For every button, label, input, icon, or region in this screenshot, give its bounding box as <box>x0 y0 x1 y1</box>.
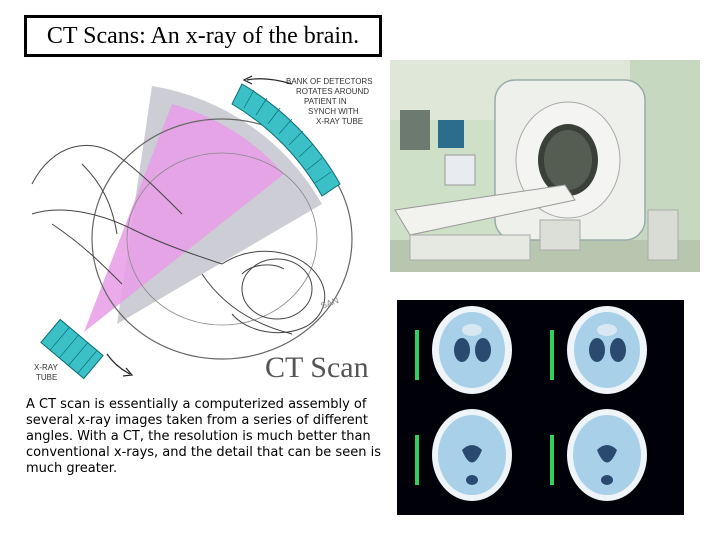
xray-beam <box>84 104 284 332</box>
tube-label-line-1: X-RAY <box>34 363 59 372</box>
description-text: A CT scan is essentially a computerized … <box>26 397 381 476</box>
xray-tube <box>40 318 104 380</box>
brain-scan-bottom-left <box>432 409 512 501</box>
detector-label-line-5: X-RAY TUBE <box>316 117 363 126</box>
diagram-watermark: SAN <box>319 295 340 311</box>
rotation-arrowhead-bottom <box>122 367 134 377</box>
detector-label-line-2: ROTATES AROUND <box>296 87 369 96</box>
detector-label-line-3: PATIENT IN <box>304 97 347 106</box>
scanner-table <box>394 184 576 236</box>
rotation-arrowhead-top <box>242 75 253 85</box>
title-box: CT Scans: An x-ray of the brain. <box>24 15 382 57</box>
gantry-ring <box>91 118 353 360</box>
brain-scan-bottom-right <box>567 409 647 501</box>
slide-title: CT Scans: An x-ray of the brain. <box>46 22 360 49</box>
brain-scan-top-right <box>567 306 647 394</box>
detector-segments <box>243 89 332 184</box>
detector-label-line-1: BANK OF DETECTORS <box>286 77 373 86</box>
patient-sketch <box>31 144 326 335</box>
detector-label-line-4: SYNCH WITH <box>308 107 359 116</box>
tube-label-line-2: TUBE <box>36 373 57 382</box>
brain-scan-top-left <box>432 306 512 394</box>
gantry-inner-ring <box>126 152 318 326</box>
rotation-arrow-bottom <box>106 353 131 375</box>
rotation-arrow-top <box>246 78 293 85</box>
ct-scanner-photo <box>390 60 700 272</box>
ct-diagram: BANK OF DETECTORS ROTATES AROUND PATIENT… <box>31 75 373 384</box>
brain-scan-images <box>397 300 684 515</box>
diagram-caption: CT Scan <box>265 351 369 384</box>
